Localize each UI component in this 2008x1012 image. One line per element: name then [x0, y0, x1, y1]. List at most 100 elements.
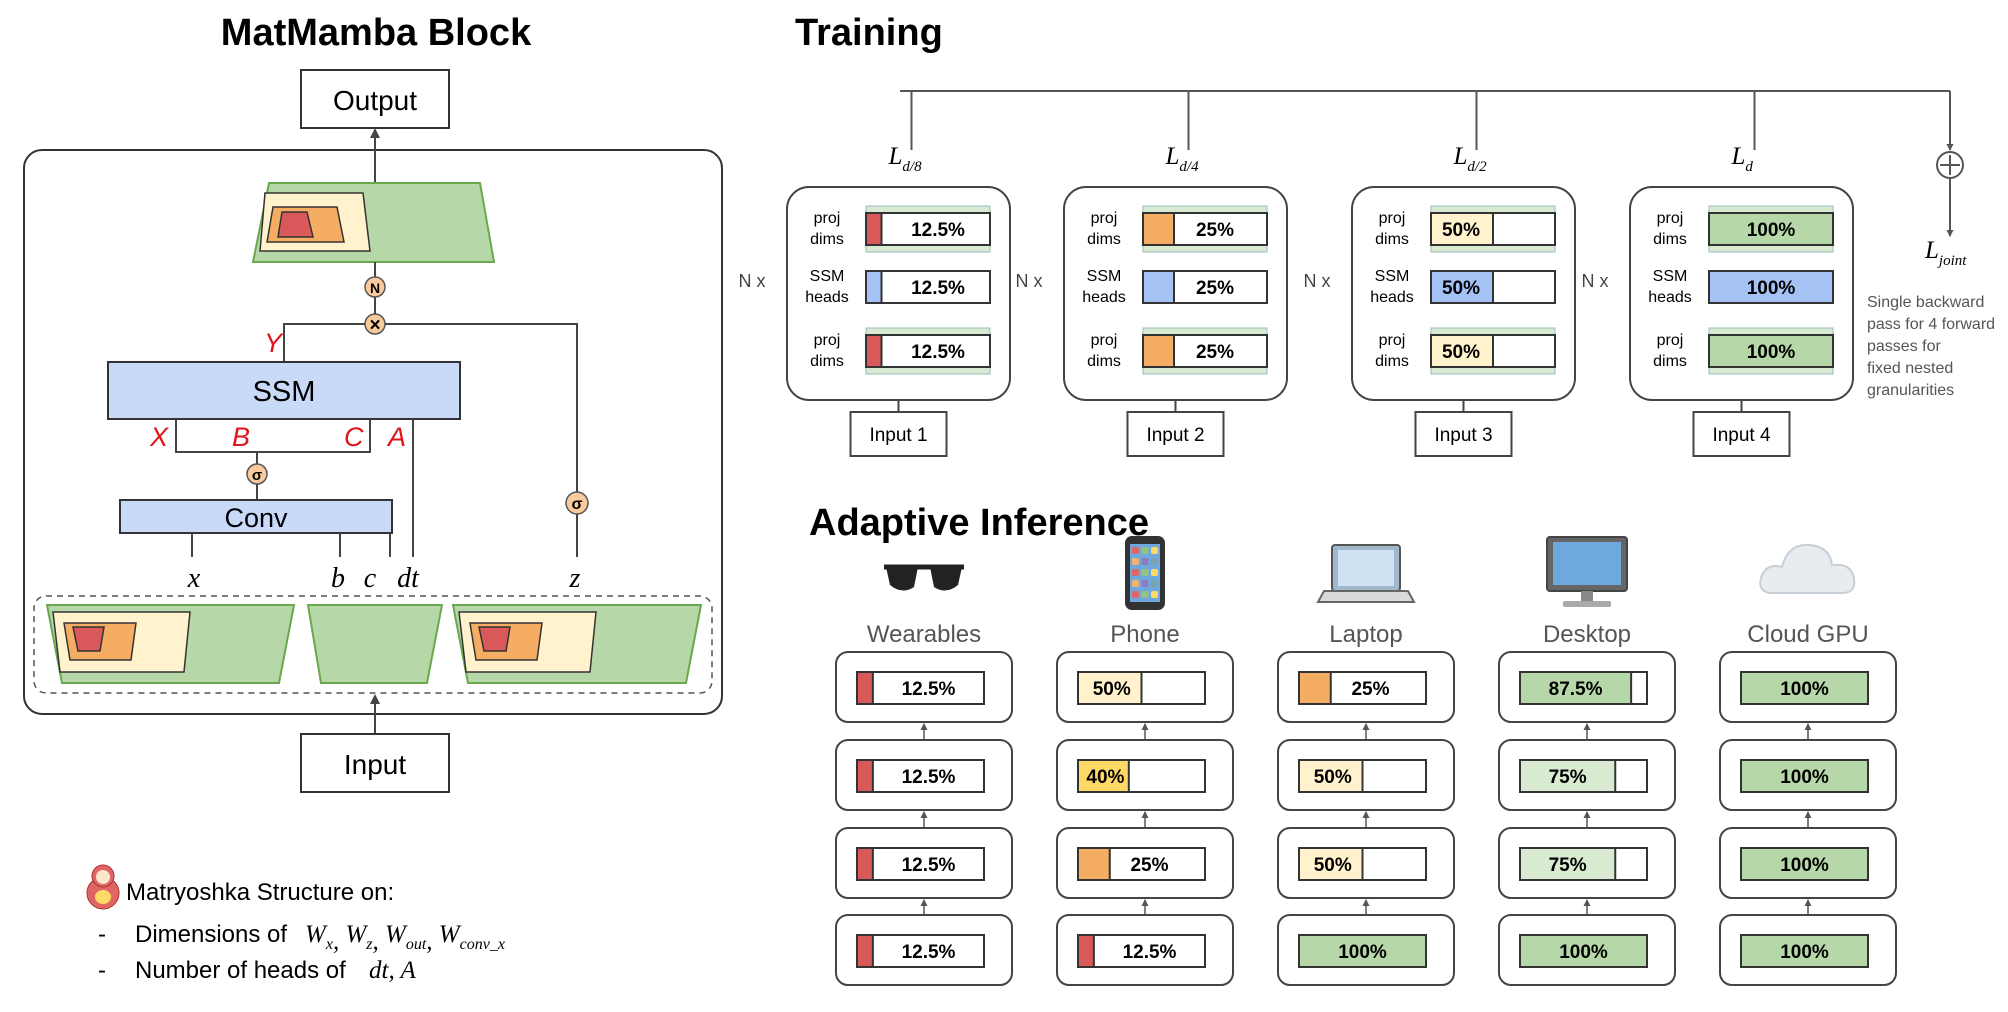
- z-gate-path: [385, 323, 578, 492]
- layer-bar-label: 100%: [1338, 942, 1387, 963]
- inference-title: Adaptive Inference: [809, 502, 1149, 544]
- legend-math-sep: ,: [333, 928, 346, 955]
- capacity-bar-fill: [865, 334, 883, 368]
- input-projection-container: [33, 595, 713, 694]
- row-label: dims: [1087, 353, 1121, 370]
- capacity-bar-frame: [1142, 212, 1268, 246]
- legend-math-base: W: [439, 921, 462, 948]
- input-projection-bc: [306, 604, 444, 684]
- device-name: Laptop: [1329, 621, 1402, 648]
- layer-bar-label: 40%: [1086, 767, 1124, 788]
- output-box: [300, 69, 450, 129]
- nesting-doll-icon: [86, 864, 120, 910]
- capacity-bar-label: 50%: [1442, 342, 1480, 363]
- layer-bar-frame: [856, 934, 985, 968]
- layer-bar-label: 50%: [1314, 767, 1352, 788]
- layer-bar-fill: [1298, 934, 1427, 968]
- row-label: proj: [814, 210, 841, 227]
- capacity-bar-label: 12.5%: [911, 342, 965, 363]
- legend-math-sub: out: [406, 936, 427, 953]
- layer-bar-label: 50%: [1314, 855, 1352, 876]
- repeat-label: N x: [739, 271, 766, 291]
- layer-bar-label: 25%: [1130, 855, 1168, 876]
- layer-bar-label: 100%: [1780, 855, 1829, 876]
- row-label: proj: [1657, 332, 1684, 349]
- layer-bar-fill: [856, 671, 874, 705]
- input-x: x: [187, 563, 201, 594]
- row-label: proj: [814, 332, 841, 349]
- layer-bar-label: 12.5%: [902, 767, 956, 788]
- model-input-box: [849, 411, 948, 457]
- capacity-bar-label: 12.5%: [911, 278, 965, 299]
- matmamba-block-title: MatMamba Block: [221, 12, 532, 54]
- repeat-label: N x: [1582, 271, 1609, 291]
- layer-bar-label: 100%: [1559, 942, 1608, 963]
- row-label: heads: [1082, 289, 1126, 306]
- capacity-bar-label: 100%: [1747, 278, 1796, 299]
- legend-dash-2: -: [98, 957, 106, 984]
- device-name: Desktop: [1543, 621, 1631, 648]
- repeat-label: N x: [1304, 271, 1331, 291]
- layer-bar-fill: [1298, 847, 1364, 881]
- layer-bar-fill: [1740, 934, 1869, 968]
- capacity-bar-fill: [1430, 334, 1494, 368]
- capacity-bar-fill: [865, 212, 883, 246]
- model-input-label: Input 3: [1434, 425, 1492, 446]
- loss-label: Ld/8: [888, 143, 923, 175]
- model-input-label: Input 2: [1146, 425, 1204, 446]
- phone-icon: [1125, 536, 1165, 610]
- layer-bar-fill: [1298, 759, 1364, 793]
- layer-bar-fill: [1519, 759, 1617, 793]
- model-input-box: [1692, 411, 1791, 457]
- legend-line2-text: Number of heads of: [135, 957, 346, 984]
- layer-bar-fill: [856, 759, 874, 793]
- device-name: Wearables: [867, 621, 981, 648]
- row-label: SSM: [1375, 268, 1410, 285]
- model-input-box: [1126, 411, 1225, 457]
- capacity-bar-fill: [1142, 334, 1175, 368]
- laptop-icon: [1316, 544, 1416, 603]
- layer-bar-fill: [1519, 671, 1633, 705]
- legend-line1-text: Dimensions of: [135, 921, 287, 948]
- capacity-bar-label: 25%: [1196, 220, 1234, 241]
- row-label: proj: [1091, 210, 1118, 227]
- training-note-line-3: passes for: [1867, 338, 1941, 355]
- capacity-bar-fill: [865, 270, 883, 304]
- conv-box: [119, 499, 393, 534]
- desktop-icon: [1546, 536, 1628, 607]
- conv-label: Conv: [224, 503, 288, 533]
- layer-bar-label: 50%: [1093, 679, 1131, 700]
- row-label: proj: [1379, 210, 1406, 227]
- ssm-box: [107, 361, 461, 420]
- row-label: dims: [810, 353, 844, 370]
- multiply-symbol: ×: [369, 315, 380, 336]
- adaptive-inference-panel: Adaptive Inference Wearables12.5%12.5%12…: [809, 502, 1897, 986]
- training-title: Training: [795, 12, 943, 54]
- layer-bar-frame: [856, 759, 985, 793]
- legend-math-base: W: [345, 921, 368, 948]
- legend-math-sep: ,: [373, 928, 386, 955]
- loss-label: Ld/4: [1165, 143, 1200, 175]
- signal-a: A: [386, 422, 406, 452]
- layer-bar-fill: [1298, 671, 1332, 705]
- training-models: Ld/8 N x proj dims 12.5% SSM heads 12.5% proj dim…: [739, 90, 1950, 457]
- capacity-bar-label: 100%: [1747, 342, 1796, 363]
- output-label: Output: [333, 85, 417, 116]
- capacity-bar-fill: [1708, 270, 1834, 304]
- output-projection-matryoshka: [251, 182, 496, 263]
- input-dt: dt: [397, 563, 420, 594]
- layer-bar-fill: [856, 847, 874, 881]
- layer-bar-label: 12.5%: [1123, 942, 1177, 963]
- signal-c: C: [344, 422, 364, 452]
- training-note-line-4: fixed nested: [1867, 360, 1953, 377]
- xbc-bracket: [175, 419, 371, 453]
- signal-y: Y: [264, 328, 284, 358]
- training-note-line-5: granularities: [1867, 382, 1954, 399]
- training-note-line-1: Single backward: [1867, 294, 1984, 311]
- layer-bar-fill: [1519, 934, 1648, 968]
- layer-bar-label: 100%: [1780, 942, 1829, 963]
- device-name: Cloud GPU: [1747, 621, 1868, 648]
